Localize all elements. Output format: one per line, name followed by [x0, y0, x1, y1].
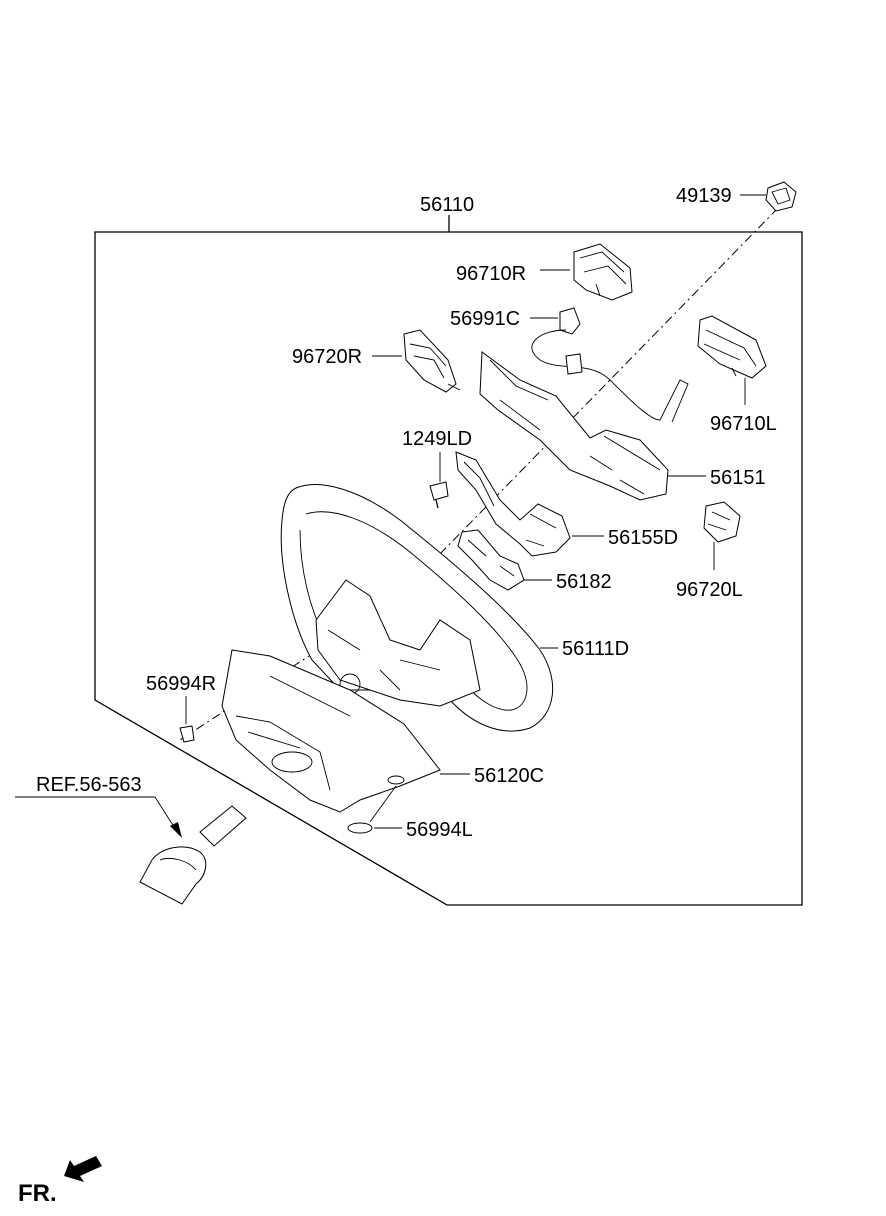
label-96710L[interactable]: 96710L: [710, 413, 777, 435]
part-56111D[interactable]: [280, 484, 558, 732]
part-49139[interactable]: [740, 181, 797, 212]
part-1249LD[interactable]: [429, 452, 449, 509]
part-96710L[interactable]: [697, 315, 767, 405]
steering-column: [139, 805, 247, 905]
part-56120C[interactable]: [221, 649, 470, 813]
ref-leader: [15, 796, 182, 838]
part-56991C[interactable]: [530, 307, 689, 423]
part-56155D[interactable]: [455, 451, 604, 557]
label-56182[interactable]: 56182: [556, 571, 612, 593]
axis-line-upper: [394, 207, 779, 601]
label-56120C[interactable]: 56120C: [474, 765, 544, 787]
label-ref-56-563[interactable]: REF.56-563: [36, 774, 142, 796]
part-96720L[interactable]: [703, 501, 741, 570]
assembly-boundary: [94, 231, 803, 906]
part-96720R[interactable]: [372, 329, 461, 393]
label-56110[interactable]: 56110: [420, 194, 474, 216]
label-56151[interactable]: 56151: [710, 467, 766, 489]
label-56991C[interactable]: 56991C: [450, 308, 520, 330]
front-direction-arrow: [64, 1156, 102, 1182]
label-96720R[interactable]: 96720R: [292, 346, 362, 368]
part-96710R[interactable]: [540, 243, 633, 301]
label-fr: FR.: [18, 1180, 57, 1207]
label-1249LD[interactable]: 1249LD: [402, 428, 472, 450]
part-56994R[interactable]: [179, 696, 195, 743]
label-49139[interactable]: 49139: [676, 185, 732, 207]
part-56994L[interactable]: [347, 785, 402, 834]
label-56111D[interactable]: 56111D: [562, 638, 629, 660]
label-56155D[interactable]: 56155D: [608, 527, 678, 549]
label-56994R[interactable]: 56994R: [146, 673, 216, 695]
label-56994L[interactable]: 56994L: [406, 819, 473, 841]
part-56151[interactable]: [479, 351, 706, 501]
label-96720L[interactable]: 96720L: [676, 579, 743, 601]
part-56182[interactable]: [457, 529, 552, 591]
label-96710R[interactable]: 96710R: [456, 263, 526, 285]
